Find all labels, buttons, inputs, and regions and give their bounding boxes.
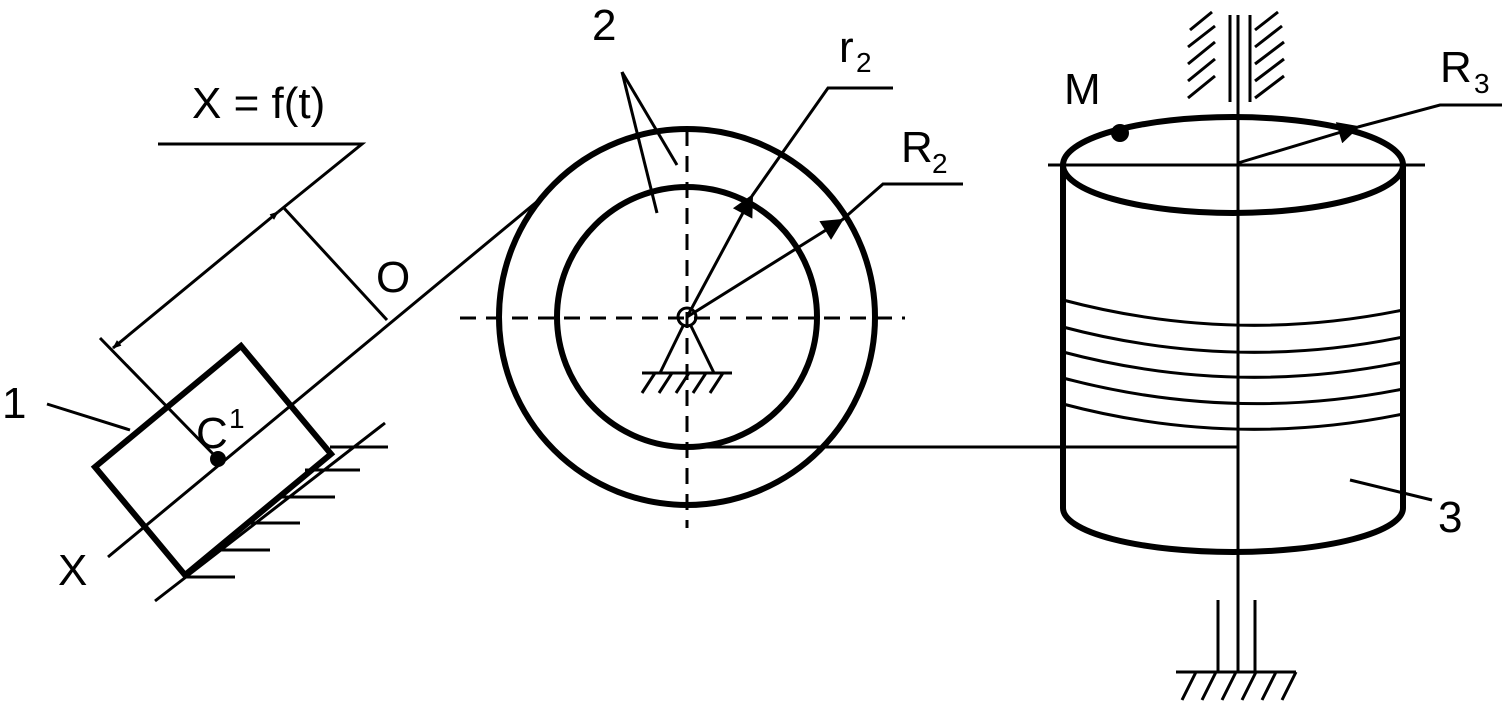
bottom-bearing [1176,600,1298,701]
label-3-leader [1349,478,1433,502]
radius-r2-arrow [685,194,754,318]
label-2-leader-outer [620,71,679,166]
label-body-2: 2 [592,1,616,50]
label-r-drum-subscript: 3 [1474,68,1490,99]
dimension-x [98,142,389,461]
label-point-o: O [376,253,410,302]
label-r-small-subscript: 2 [856,47,872,78]
drum-winding-5 [1062,402,1404,431]
point-m [1111,124,1129,142]
label-r-big: R [901,123,933,172]
drum-winding-1 [1062,298,1404,327]
label-point-c: C [196,409,228,458]
top-bearing [1187,10,1285,102]
label-1-leader [46,402,131,432]
pulley-pivot-support [640,306,732,394]
radius-R3-arrow [1237,122,1361,165]
label-body-3: 3 [1438,493,1462,542]
label-body-1: 1 [2,379,26,428]
drum-winding-2 [1062,325,1404,354]
drum-winding-3 [1062,350,1404,379]
radius-r2-leader [750,86,893,197]
block-1 [90,341,336,580]
x-axis-line [107,193,546,559]
label-r-big-subscript: 2 [932,148,948,179]
radius-R2-arrow [686,218,844,319]
label-2-leader-inner [620,71,659,214]
drum-3 [1060,114,1406,555]
drum-bottom-arc [1060,507,1406,555]
label-axis-x: X [58,546,87,595]
radius-R2-leader [841,182,963,222]
label-r-small: r [839,23,854,72]
drum-winding-4 [1062,376,1404,406]
label-point-c-subscript: 1 [229,403,245,434]
radius-R3-leader [1357,103,1502,129]
label-point-m: M [1064,65,1101,114]
label-r-drum: R [1440,43,1472,92]
label-law-of-motion: X = f(t) [192,79,325,128]
